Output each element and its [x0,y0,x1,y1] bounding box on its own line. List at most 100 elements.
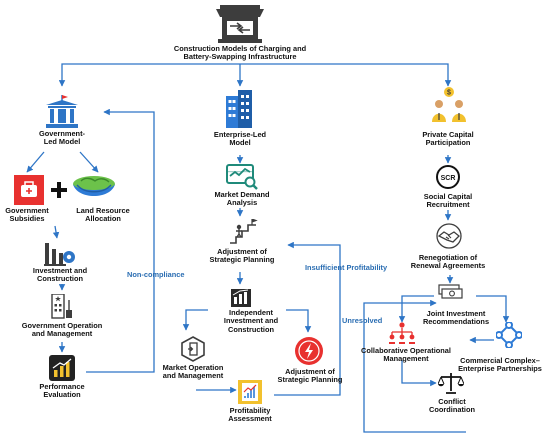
label-line: Enterprise-Led [213,130,267,139]
commercial-label: Commercial Complex– Enterprise Partnersh… [458,356,542,374]
main-title-line: Battery-Swapping Infrastructure [183,52,297,62]
demand-label: Market Demand Analysis [214,190,269,208]
construction-crane-icon [44,243,75,266]
market-operation-icon [181,336,205,362]
label-line: Coordination [429,405,475,415]
insufficient-profitability-label: Insufficient Profitability [305,263,388,272]
label-line: Independent [229,308,273,317]
label-line: Renegotiation of [418,253,478,262]
scr-icon-text: SCR [441,175,456,182]
label-line: Performance [39,382,85,391]
arrow-priv-conflict [401,360,437,387]
collab-label: Collaborative Operational Management [361,346,451,364]
main-title-line: Construction Models of Charging and [173,44,307,53]
label-line: Recommendations [422,317,490,327]
noncompliance-label: Non-compliance [127,270,185,279]
label-line: Recruitment [426,200,470,210]
balance-scale-icon [438,373,464,394]
label-line: Construction [37,274,83,284]
government-model-label: Government- Led Model [39,129,85,147]
handshake-icon [436,223,462,249]
independent-investment-icon [231,289,251,307]
arrow-priv-collab [398,295,434,323]
label-line: Joint Investment [426,309,486,318]
label-line: Profitability [229,406,271,415]
arrow-to-government [58,63,240,87]
label-line: Strategic Planning [209,255,275,265]
arrow-gov-subsidies [26,151,45,173]
label-line: Allocation [85,214,121,224]
arrow-gov-investment [52,225,60,239]
subsidies-label: Government Subsidies [5,206,49,224]
partnership-network-icon [496,322,522,348]
label-line: and Management [31,329,93,339]
evaluation-label: Performance Evaluation [39,382,85,400]
label-line: Evaluation [43,390,81,400]
label-line: Land Resource [76,206,130,215]
label-line: Enterprise Partnerships [458,364,542,374]
independent-label: Independent Investment and Construction [223,308,279,334]
arrow-priv-unresolved [363,299,466,433]
profitability-label: Profitability Assessment [228,406,272,424]
label-line: Government [5,206,49,215]
arrow-gov-noncompliance [86,108,155,373]
unresolved-label: Unresolved [342,316,383,325]
planning-label: Adjustment of Strategic Planning [209,247,275,265]
market-analysis-icon [226,164,258,190]
government-building-icon [46,95,78,128]
joint-label: Joint Investment Recommendations [422,309,490,327]
operation-station-icon [51,294,72,319]
enterprise-building-icon [226,90,252,128]
social-label: Social Capital Recruitment [423,192,473,210]
label-line: Renewal Agreements [410,261,486,271]
profitability-assessment-icon [238,380,262,404]
label-line: Led Model [43,137,81,147]
renegotiation-label: Renegotiation of Renewal Agreements [410,253,486,271]
label-line: Strategic Planning [277,375,343,385]
private-capital-icon: $ [432,87,466,122]
label-line: and Management [162,371,224,381]
label-line: Model [229,138,251,148]
enterprise-model-label: Enterprise-Led Model [213,130,267,148]
strategic-stairs-icon [230,219,258,244]
adjust2-label: Adjustment of Strategic Planning [277,367,343,385]
label-line: Social Capital [423,192,473,201]
label-line: Analysis [226,198,258,208]
label-line: Adjustment of [285,367,335,376]
performance-chart-icon [49,355,75,381]
label-line: Commercial Complex– [460,356,540,365]
infrastructure-building-icon [216,5,264,43]
main-title: Construction Models of Charging and Batt… [173,44,307,62]
label-line: Market Operation [162,363,224,372]
subsidies-icon [14,175,44,205]
arrow-ent-insufficient [274,241,341,396]
gov-operation-label: Government Operation and Management [21,321,103,339]
label-line: Adjustment of [217,247,267,256]
adjustment-lightning-icon [295,337,323,365]
arrow-ent-adjust2 [286,309,312,333]
label-line: Participation [425,138,471,148]
label-line: Subsidies [9,214,45,224]
arrow-to-private [240,63,452,87]
label-line: Government Operation [21,321,103,330]
land-label: Land Resource Allocation [76,206,130,224]
label-line: Government- [39,129,85,138]
plus-icon [51,182,67,198]
scr-icon: SCR [436,165,460,189]
market-op-label: Market Operation and Management [162,363,224,381]
label-line: Investment and [223,316,279,326]
label-line: Conflict [438,397,466,406]
label-line: Collaborative Operational [361,346,451,355]
label-line: Assessment [228,414,272,424]
land-resource-icon [73,176,115,196]
investment-label: Investment and Construction [32,266,88,284]
label-line: Investment and [32,266,88,275]
arrow-gov-land [79,151,99,173]
collaborative-team-icon [389,322,415,344]
label-line: Private Capital [422,130,474,139]
money-stack-icon [438,284,463,299]
svg-text:$: $ [447,90,451,97]
arrow-ent-marketop [182,309,208,331]
